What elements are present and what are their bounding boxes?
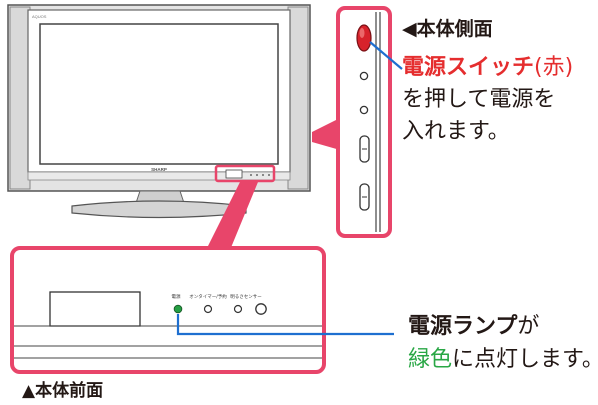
lamp-leader-line <box>176 314 394 336</box>
tv-speaker-left <box>9 6 31 190</box>
tv-brand-logo: SHARP <box>151 167 167 172</box>
television: AQUOS SHARP <box>7 4 311 219</box>
side-title: ◀本体側面 <box>402 18 493 40</box>
switch-color-note: (赤) <box>534 55 574 80</box>
lamp-desc: に点灯します。 <box>452 347 598 372</box>
switch-leader-line <box>369 41 403 70</box>
lamp-note: 電源ランプが 緑色に点灯します。 <box>408 310 598 376</box>
switch-instruction-line1: を押して電源を <box>402 87 556 112</box>
lamp-name: 電源ランプ <box>408 314 518 339</box>
tv-model-logo: AQUOS <box>32 14 47 19</box>
front-sensor-lamp <box>233 304 243 314</box>
front-title: ▲本体前面 <box>22 381 104 401</box>
lamp-color: 緑色 <box>408 347 453 372</box>
tv-speaker-right <box>287 6 309 190</box>
tv-screen <box>39 23 279 165</box>
side-panel <box>336 6 392 238</box>
front-sensor-window <box>49 291 141 327</box>
front-power-lamp <box>173 304 183 314</box>
side-power-switch <box>356 24 372 52</box>
side-zoom-funnel <box>312 118 340 150</box>
front-highlight-box <box>214 164 276 183</box>
front-sensor-label: 明るさセンサー <box>230 293 262 300</box>
front-timer-label: オンタイマー/予約 <box>189 293 227 300</box>
front-light-sensor <box>255 303 267 315</box>
front-zoom-funnel <box>206 182 258 250</box>
switch-note: 電源スイッチ(赤) を押して電源を 入れます。 <box>402 52 573 148</box>
side-button-2 <box>359 105 369 115</box>
tv-control-strip <box>27 171 291 181</box>
switch-name: 電源スイッチ <box>402 55 535 80</box>
switch-instruction-line2: 入れます。 <box>402 119 510 144</box>
side-button-1 <box>359 71 369 81</box>
lamp-suffix: が <box>517 314 540 339</box>
front-power-label: 電源 <box>172 293 181 300</box>
front-timer-lamp <box>203 304 213 314</box>
tv-stand-base <box>71 200 247 219</box>
front-panel <box>10 246 326 374</box>
